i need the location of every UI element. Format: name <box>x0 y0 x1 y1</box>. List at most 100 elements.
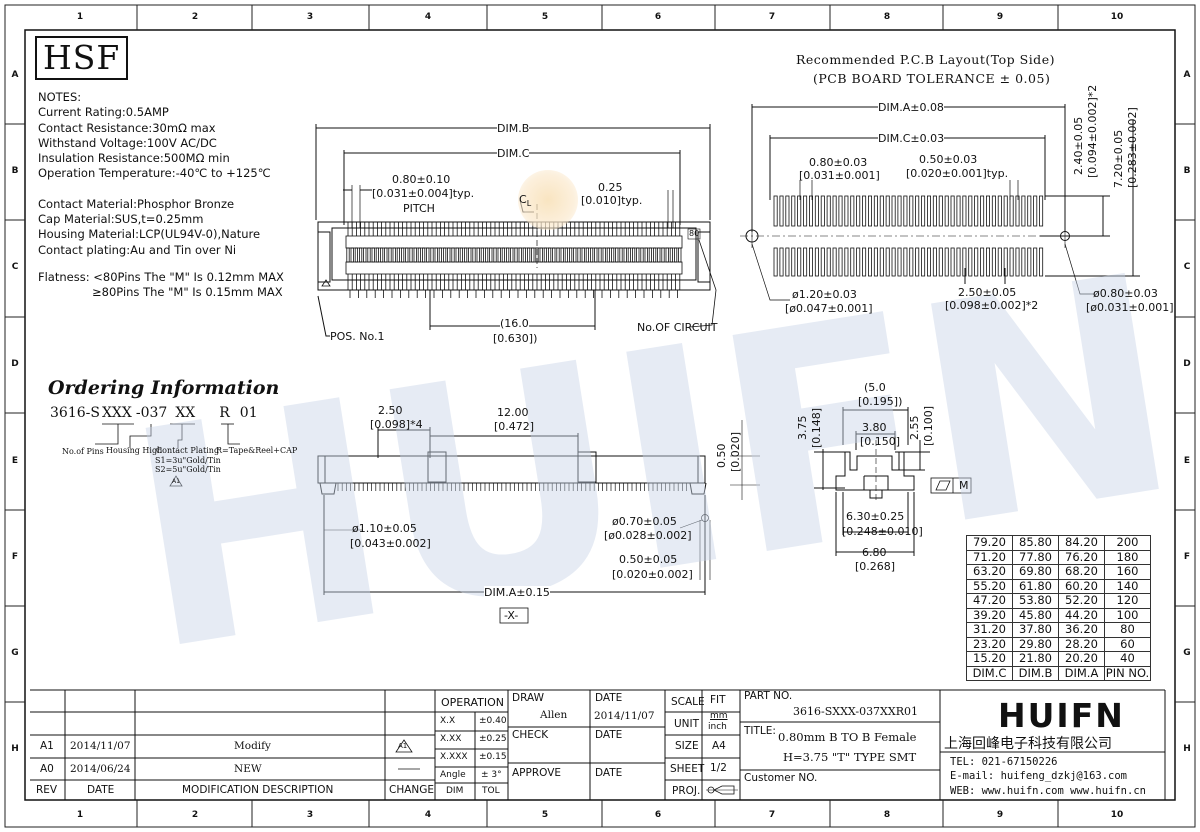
side-hole: ø1.10±0.05 <box>352 522 417 535</box>
span-inch-label: [0.630]) <box>493 332 538 345</box>
ordering-plating-lbl: Contact Plating <box>156 446 220 455</box>
table-cell: 40 <box>1104 651 1151 667</box>
note-line: Cap Material:SUS,t=0.25mm <box>38 212 204 227</box>
table-cell: 45.80 <box>1012 607 1059 623</box>
note-line: Insulation Resistance:500MΩ min <box>38 151 230 166</box>
grid-col-label: 3 <box>306 810 314 820</box>
note-line: NOTES: <box>38 90 82 104</box>
table-cell: 44.20 <box>1058 607 1105 623</box>
table-cell: 71.20 <box>966 549 1013 565</box>
grid-col-label: 7 <box>768 12 776 22</box>
end-w4-in: [0.268] <box>855 560 896 573</box>
end-view <box>814 407 972 556</box>
table-cell: 84.20 <box>1058 535 1105 551</box>
code-prefix: 3616-S <box>50 405 100 421</box>
unit-inch: inch <box>708 722 727 732</box>
grid-row-label: D <box>1183 359 1191 369</box>
table-cell: 85.80 <box>1012 535 1059 551</box>
table-cell: 47.20 <box>966 593 1013 609</box>
end-h2-in: [0.100] <box>922 405 935 446</box>
pcb-hole2-in: [ø0.031±0.001] <box>1086 301 1174 314</box>
rev-hdr-rev: REV <box>36 784 58 796</box>
tol-xxxx-v: ±0.15 <box>479 752 507 762</box>
table-cell: 39.20 <box>966 607 1013 623</box>
end-h1-in: [0.148] <box>810 407 823 448</box>
pcb-dim-c: DIM.C±0.03 <box>878 132 945 145</box>
unit-mm: mm <box>710 711 728 721</box>
ordering-housing-lbl: Housing High <box>106 446 163 455</box>
side-h: 0.50 <box>715 443 728 469</box>
proj-label: PROJ. <box>672 785 701 797</box>
pcb-hole1: ø1.20±0.03 <box>792 288 857 301</box>
side-d1-in: [0.098]*4 <box>370 418 423 431</box>
size-value: A4 <box>712 740 726 752</box>
table-cell: 68.20 <box>1058 564 1105 580</box>
approve-date-label: DATE <box>595 767 623 779</box>
ordering-pins-lbl: No.of Pins <box>62 447 104 456</box>
code-pins: XXX <box>101 405 132 421</box>
end-w1-in: [0.195]) <box>858 395 903 408</box>
note-line <box>38 182 284 197</box>
sheet-value: 1/2 <box>710 762 727 774</box>
rev-a0: A0 <box>40 763 54 775</box>
side-pw-in: [0.020±0.002] <box>612 568 693 581</box>
pcb-space-in: [0.098±0.002]*2 <box>945 299 1039 312</box>
tol-xx-k: X.X <box>440 716 456 726</box>
table-cell: 60.20 <box>1058 578 1105 594</box>
pcb-pitch1-in: [0.031±0.001] <box>799 169 880 182</box>
grid-row-label: C <box>11 262 19 272</box>
note-line: Housing Material:LCP(UL94V-0),Nature <box>38 227 261 242</box>
pcb-dim-a: DIM.A±0.08 <box>878 101 944 114</box>
table-cell: DIM.A <box>1058 665 1105 681</box>
side-h-in: [0.020] <box>729 431 742 472</box>
rev-hdr-change: CHANGE <box>389 784 435 796</box>
rev-hdr-desc: MODIFICATION DESCRIPTION <box>182 784 334 796</box>
grid-col-label: 7 <box>768 810 776 820</box>
end-w2-in: [0.150] <box>860 435 901 448</box>
grid-col-label: 8 <box>883 810 891 820</box>
table-cell: 37.80 <box>1012 622 1059 638</box>
customer-label: Customer NO. <box>744 772 818 784</box>
table-cell: 36.20 <box>1058 622 1105 638</box>
table-cell: 21.80 <box>1012 651 1059 667</box>
grid-row-label: E <box>1183 456 1191 466</box>
table-cell: 20.20 <box>1058 651 1105 667</box>
inner-frame <box>24 29 1176 801</box>
grid-col-label: 5 <box>541 810 549 820</box>
approve-label: APPROVE <box>512 767 562 779</box>
unit-label: UNIT <box>674 718 700 730</box>
pcb-v2-mm: 7.20±0.05 <box>1112 129 1125 188</box>
company-logo: HUIFN <box>998 696 1125 735</box>
grid-row-label: B <box>1183 166 1191 176</box>
table-cell: 52.20 <box>1058 593 1105 609</box>
table-cell: 200 <box>1104 535 1151 551</box>
pcb-space: 2.50±0.05 <box>958 286 1017 299</box>
rev-a0-desc: NEW <box>234 763 262 775</box>
table-cell: 160 <box>1104 564 1151 580</box>
top-view <box>315 124 717 337</box>
table-cell: 29.80 <box>1012 636 1059 652</box>
code-height: -037 <box>135 405 168 421</box>
grid-row-label: G <box>11 648 19 658</box>
grid-row-label: D <box>11 359 19 369</box>
title-label: TITLE: <box>744 725 776 737</box>
grid-col-label: 5 <box>541 12 549 22</box>
grid-col-label: 2 <box>191 12 199 22</box>
grid-row-label: C <box>1183 262 1191 272</box>
draw-label: DRAW <box>512 692 544 704</box>
datum-x: -X- <box>504 609 519 622</box>
grid-col-label: 1 <box>76 12 84 22</box>
grid-col-label: 8 <box>883 12 891 22</box>
grid-col-label: 6 <box>654 12 662 22</box>
pitch-inch-label: [0.031±0.004]typ. <box>372 187 475 200</box>
grid-ticks <box>5 5 1195 827</box>
grid-row-label: E <box>11 456 19 466</box>
pcb-hole1-in: [ø0.047±0.001] <box>785 302 873 315</box>
ordering-title: Ordering Information <box>48 377 280 399</box>
